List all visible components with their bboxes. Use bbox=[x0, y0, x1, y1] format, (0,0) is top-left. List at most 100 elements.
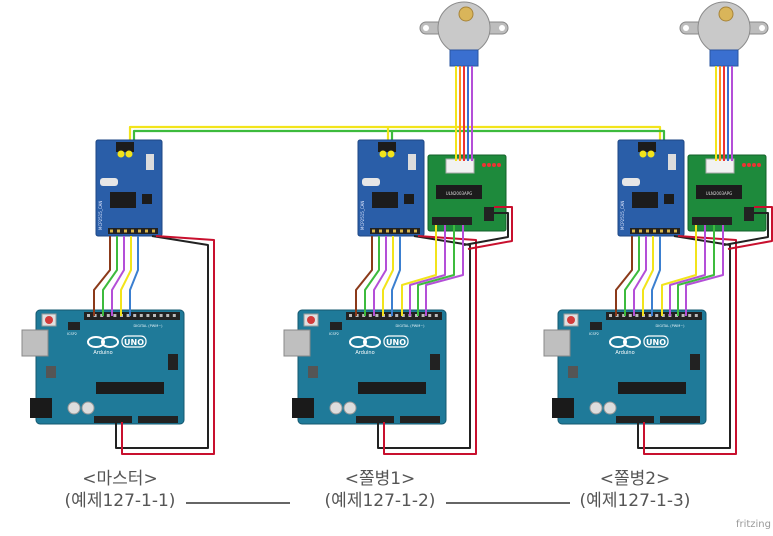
spi-wire bbox=[642, 236, 654, 316]
can-l-terminal bbox=[387, 150, 395, 158]
header-pin bbox=[355, 314, 359, 317]
led bbox=[752, 163, 756, 167]
can-l-terminal bbox=[125, 150, 133, 158]
jumper bbox=[146, 154, 154, 170]
header-pin bbox=[622, 314, 626, 317]
header-pin bbox=[401, 314, 405, 317]
can-pin bbox=[667, 229, 670, 233]
header-pin bbox=[609, 314, 612, 317]
led bbox=[497, 163, 501, 167]
can-pin bbox=[674, 229, 677, 233]
analog-header bbox=[400, 416, 440, 423]
crystal bbox=[362, 178, 380, 186]
stepper-motor bbox=[679, 1, 769, 67]
mount-hole bbox=[423, 25, 429, 31]
can-terminal bbox=[378, 142, 396, 152]
header-pin bbox=[388, 314, 392, 317]
header-pin bbox=[100, 314, 104, 317]
power-jack bbox=[292, 398, 314, 418]
can-pin bbox=[372, 229, 375, 233]
spi-wire bbox=[651, 236, 661, 316]
header-pin bbox=[93, 314, 97, 317]
motor-shaft bbox=[458, 6, 474, 22]
node-label-slave2: <쫄병2> (예제127-1-3) bbox=[545, 468, 725, 512]
tja1050-chip bbox=[142, 194, 152, 204]
atmega-chip bbox=[96, 382, 164, 394]
header-pin bbox=[113, 314, 117, 317]
header-pin bbox=[655, 314, 659, 317]
can-terminal bbox=[638, 142, 656, 152]
driver-input-wire bbox=[401, 225, 437, 316]
digital-header bbox=[606, 312, 702, 320]
uno-badge-text: UNO bbox=[386, 338, 406, 347]
header-pin bbox=[159, 314, 163, 317]
driver-input-header bbox=[432, 217, 472, 225]
motor-wire-housing bbox=[709, 49, 739, 67]
driver-ground-wire bbox=[723, 212, 769, 246]
icsp-header bbox=[68, 322, 80, 330]
header-pin bbox=[362, 314, 366, 317]
can-module-label: MCP2515_CAN bbox=[98, 201, 103, 230]
header-pin bbox=[421, 314, 425, 317]
arduino-logo-text: Arduino bbox=[615, 350, 634, 356]
header-pin bbox=[428, 314, 432, 317]
can-h-terminal bbox=[639, 150, 647, 158]
icsp-right-header bbox=[690, 354, 700, 370]
led bbox=[487, 163, 491, 167]
can-terminal bbox=[116, 142, 134, 152]
capacitor bbox=[589, 401, 603, 415]
header-pin bbox=[368, 314, 372, 317]
logo-left-ring bbox=[349, 336, 367, 348]
signal-wires-layer bbox=[93, 66, 773, 455]
power-jack bbox=[552, 398, 574, 418]
logo-right-ring bbox=[623, 336, 641, 348]
can-pcb bbox=[95, 139, 163, 237]
can-h-terminal bbox=[379, 150, 387, 158]
can-bus-low-wire bbox=[132, 129, 666, 140]
analog-header bbox=[138, 416, 178, 423]
driver-input-wire bbox=[409, 225, 446, 316]
driver-chip-label: ULN2003APG bbox=[706, 191, 733, 196]
can-pcb bbox=[357, 139, 425, 237]
icsp-header bbox=[330, 322, 342, 330]
header-pin bbox=[395, 314, 399, 317]
mcp2515-can-module: MCP2515_CAN bbox=[95, 139, 163, 237]
mount-hole bbox=[759, 25, 765, 31]
header-pin bbox=[106, 314, 110, 317]
header-pin bbox=[648, 314, 652, 317]
crystal bbox=[622, 178, 640, 186]
digital-header-label: DIGITAL (PWM~) bbox=[655, 324, 685, 328]
header-pin bbox=[694, 314, 698, 317]
atmega-chip bbox=[618, 382, 686, 394]
power-header bbox=[94, 416, 132, 423]
can-pin bbox=[152, 229, 155, 233]
led bbox=[742, 163, 746, 167]
can-module-label: MCP2515_CAN bbox=[360, 201, 365, 230]
can-pin bbox=[653, 229, 656, 233]
driver-input-wire bbox=[669, 225, 706, 316]
header-pin bbox=[675, 314, 678, 317]
can-l-terminal bbox=[647, 150, 655, 158]
led bbox=[482, 163, 486, 167]
can-pin bbox=[414, 229, 417, 233]
header-pin bbox=[349, 314, 352, 317]
node-name: <쫄병1> bbox=[344, 469, 416, 489]
can-pin bbox=[131, 229, 134, 233]
spi-wire bbox=[391, 236, 401, 316]
node-code: (예제127-1-2) bbox=[324, 491, 436, 511]
regulator bbox=[46, 366, 56, 378]
can-pin bbox=[110, 229, 113, 233]
capacitor bbox=[343, 401, 357, 415]
header-pin bbox=[681, 314, 685, 317]
node-label-master: <마스터> (예제127-1-1) bbox=[30, 468, 210, 512]
jumper bbox=[408, 154, 416, 170]
motor-wire-housing bbox=[449, 49, 479, 67]
mount-hole bbox=[499, 25, 505, 31]
icsp-header bbox=[590, 322, 602, 330]
power-header bbox=[616, 416, 654, 423]
mcp2515-chip bbox=[632, 192, 658, 208]
logo-right-ring bbox=[101, 336, 119, 348]
driver-power-header bbox=[484, 207, 494, 221]
